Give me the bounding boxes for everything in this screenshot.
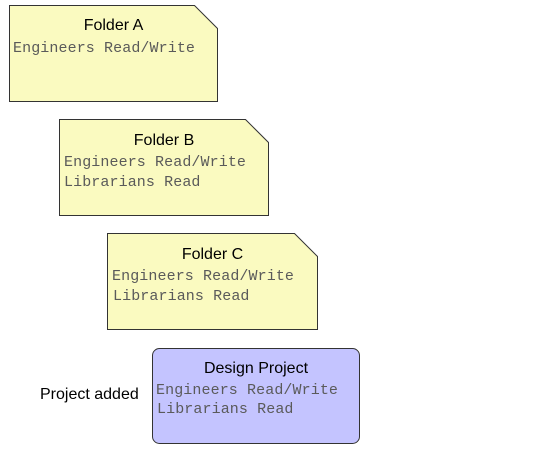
folder-c-node: Folder C Engineers Read/Write Librarians…: [107, 233, 318, 330]
folded-note-shape: [9, 5, 218, 102]
folder-b-title: Folder B: [133, 132, 195, 149]
project-added-annotation: Project added: [40, 386, 139, 403]
folder-c-permission-librarians: Librarians Read: [113, 288, 250, 305]
folder-c-title: Folder C: [181, 246, 244, 263]
folder-a-title: Folder A: [83, 17, 144, 34]
rounded-rectangle-shape: [152, 348, 360, 444]
folder-b-permission-engineers: Engineers Read/Write: [64, 154, 247, 171]
folder-a-node: Folder A Engineers Read/Write: [9, 5, 218, 102]
folder-c-permission-engineers: Engineers Read/Write: [112, 268, 295, 285]
design-project-node: Design Project Engineers Read/Write Libr…: [152, 348, 360, 444]
design-project-title: Design Project: [203, 360, 309, 377]
folder-b-node: Folder B Engineers Read/Write Librarians…: [59, 119, 269, 216]
folder-a-permission-engineers: Engineers Read/Write: [13, 40, 196, 57]
design-project-permission-librarians: Librarians Read: [157, 401, 294, 418]
folded-note-shape: [107, 233, 318, 330]
folder-b-permission-librarians: Librarians Read: [64, 174, 201, 191]
design-project-permission-engineers: Engineers Read/Write: [156, 382, 339, 399]
folded-note-shape: [59, 119, 269, 216]
